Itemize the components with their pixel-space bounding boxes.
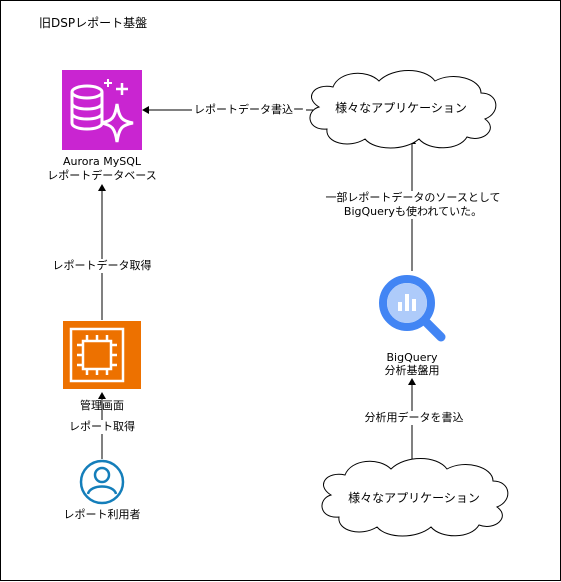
ec2-label: 管理画面 (80, 399, 124, 412)
cloud-bottom-label: 様々なアプリケーション (348, 491, 480, 505)
cloud-top-shape (309, 70, 497, 149)
cloud-bottom-shape (321, 458, 509, 537)
bigquery-label-line2: 分析基盤用 (384, 364, 440, 377)
edge-label-fetch-report: レポート取得 (67, 420, 137, 434)
diagram-title: 旧DSPレポート基盤 (39, 16, 148, 30)
aurora-label-line1: Aurora MySQL (62, 155, 142, 168)
edge-label-bq-source-2: BigQueryも使われていた。 (341, 205, 485, 219)
cloud-top-label: 様々なアプリケーション (335, 101, 467, 115)
aurora-label-line2: レポートデータベース (47, 169, 157, 182)
edge-label-bq-write: 分析用データを書込 (362, 411, 466, 425)
edge-label-bq-source-1: 一部レポートデータのソースとして (323, 191, 503, 205)
aurora-mysql-icon (62, 70, 142, 150)
bigquery-icon (379, 275, 446, 342)
bigquery-label-line1: BigQuery (386, 351, 438, 364)
user-label: レポート利用者 (63, 508, 141, 521)
edge-label-write: レポートデータ書込ー (192, 103, 306, 117)
user-icon (79, 459, 125, 505)
edge-label-fetch-data: レポートデータ取得 (50, 259, 154, 273)
ec2-icon (63, 321, 141, 389)
